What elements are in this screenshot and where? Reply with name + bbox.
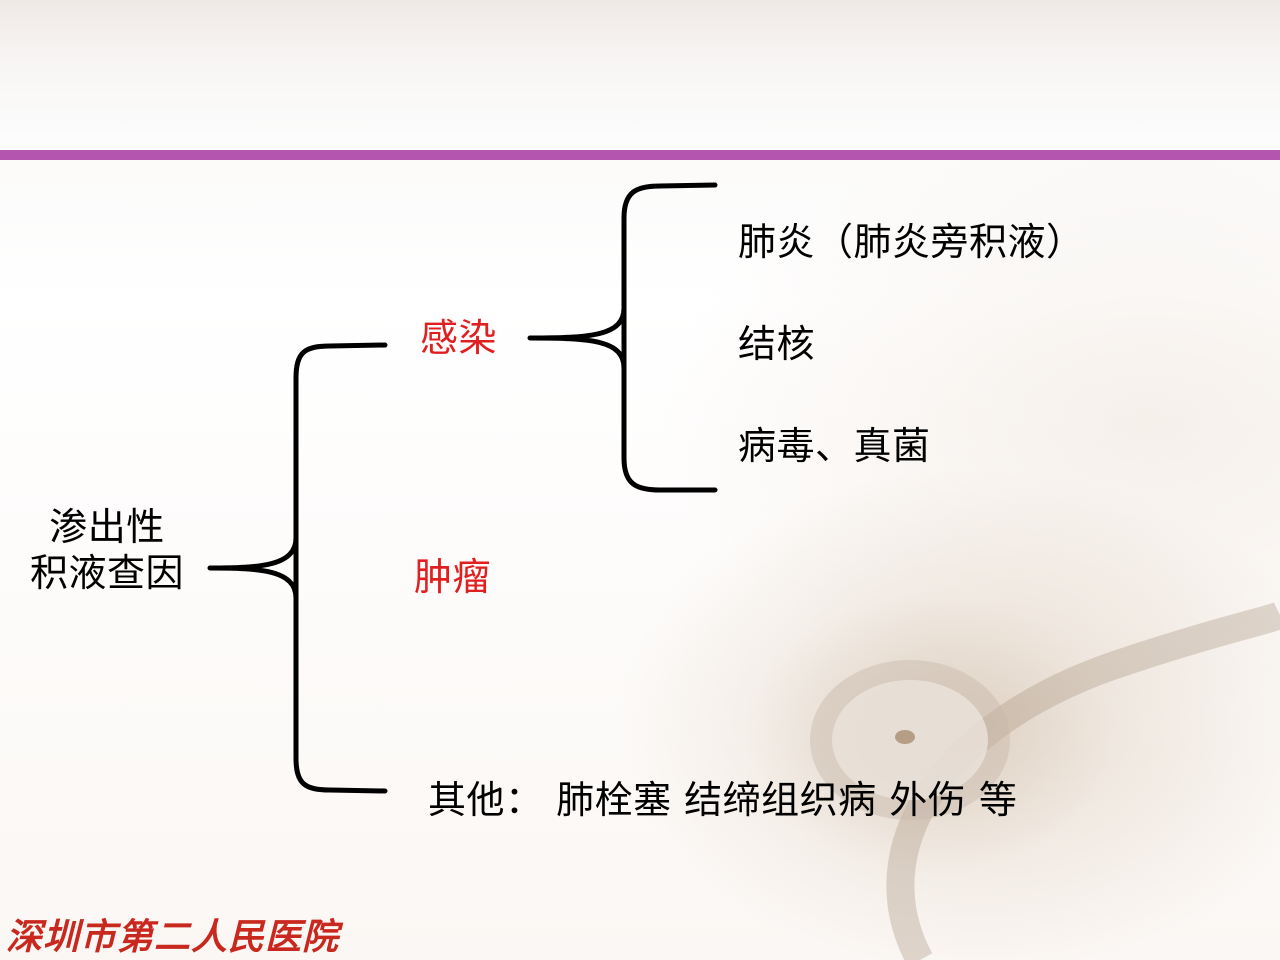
stethoscope-image [810, 602, 1280, 960]
infection-brace [527, 182, 718, 493]
node-infection: 感染 [420, 316, 498, 360]
root-line-1: 渗出性 [49, 505, 165, 549]
header-band [0, 0, 1280, 150]
accent-divider [0, 150, 1280, 160]
node-pneumonia: 肺炎（肺炎旁积液） [738, 220, 1085, 264]
node-virus-fungus: 病毒、真菌 [738, 424, 931, 468]
root-line-2: 积液查因 [30, 550, 185, 595]
node-other: 其他： 肺栓塞 结缔组织病 外伤 等 [428, 778, 1018, 822]
hospital-logo: 深圳市第二人民医院 [6, 916, 340, 958]
node-tumor: 肿瘤 [414, 555, 492, 599]
root-brace [207, 342, 388, 794]
node-tuberculosis: 结核 [738, 322, 816, 366]
root-node: 渗出性 积液查因 [30, 505, 184, 596]
